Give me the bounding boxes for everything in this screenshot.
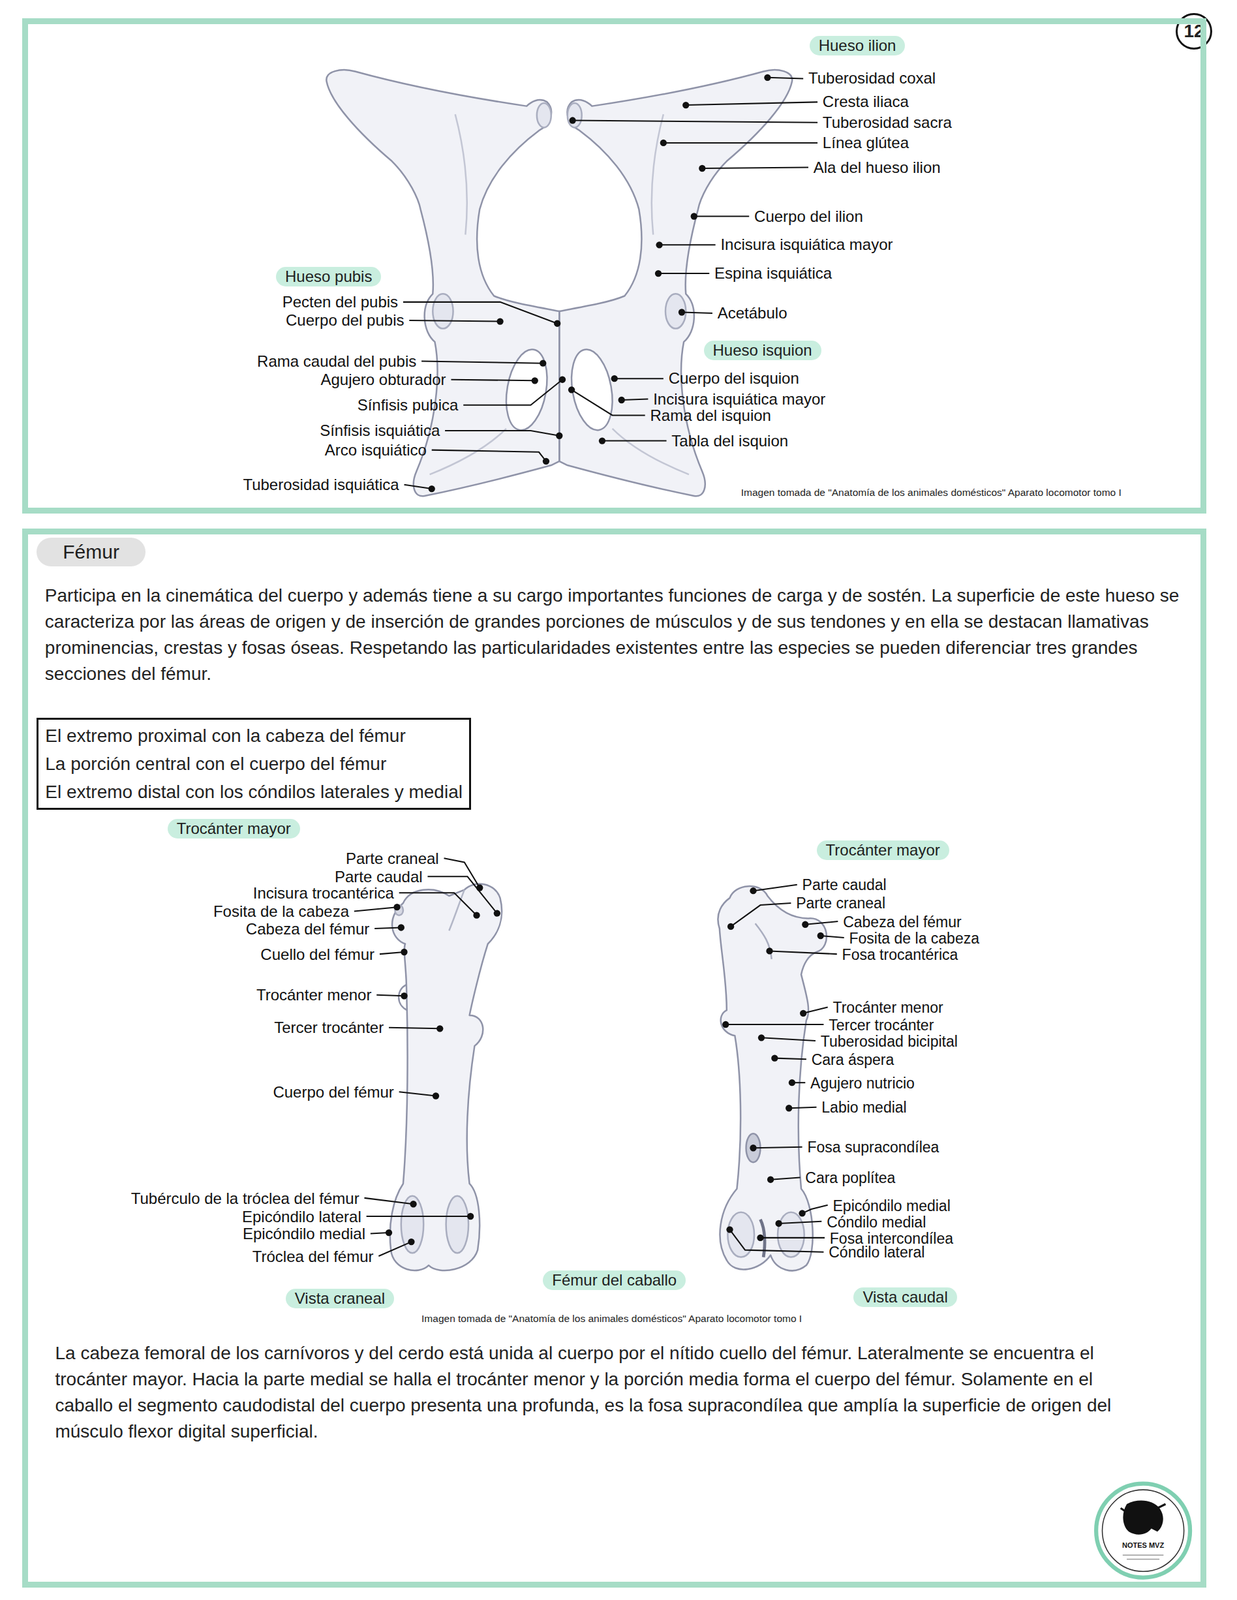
part-label: Tubérculo de la tróclea del fémur [131,1190,360,1207]
part-label: Agujero nutricio [810,1075,915,1091]
part-label: Fosita de la cabeza [213,903,350,920]
part-label: Ala del hueso ilion [813,159,941,176]
part-label: Cóndilo medial [826,1214,926,1230]
part-label: Cara poplítea [805,1170,896,1186]
part-label: Epicóndilo lateral [242,1208,362,1225]
section-tag: Hueso isquion [703,340,822,361]
panel-text: Participa en la cinemática del cuerpo y … [45,582,1203,688]
part-label: Fosita de la cabeza [849,930,980,946]
part-label: Incisura isquiática mayor [720,236,893,253]
part-label: Cuerpo del ilion [754,208,864,225]
part-label: Tercer trocánter [274,1019,384,1036]
part-label: Tuberosidad coxal [808,70,936,87]
summary-line: El extremo distal con los cóndilos later… [45,777,463,806]
part-label: Cóndilo lateral [828,1244,925,1260]
part-label: Tuberosidad bicipital [820,1033,958,1049]
part-label: Rama caudal del pubis [257,353,417,370]
part-label: Agujero obturador [320,371,446,388]
section-tag: Hueso ilion [809,35,906,56]
part-label: Tuberosidad sacra [822,114,952,131]
leader-lines [354,77,845,1256]
logo-text: NOTES MVZ [1122,1541,1164,1549]
part-label: Trocánter menor [256,987,372,1003]
section-tag: Fémur del caballo [542,1270,686,1290]
part-label: Tercer trocánter [828,1017,934,1033]
section-tag: Trocánter mayor [816,840,950,860]
part-label: Tuberosidad isquiática [242,476,399,493]
part-label: Cabeza del fémur [842,914,962,930]
part-label: Epicóndilo medial [833,1197,951,1213]
part-label: Arco isquiático [324,442,427,459]
part-label: Fosa intercondílea [829,1230,954,1246]
section-title: Fémur [36,537,146,567]
part-label: Cresta iliaca [822,93,909,110]
part-label: Epicóndilo medial [242,1225,366,1242]
part-label: Trocánter menor [833,1000,944,1016]
panel-text: Imagen tomada de "Anatomía de los animal… [421,1312,802,1326]
part-label: Cuerpo del pubis [285,312,404,329]
part-label: Incisura trocantérica [253,885,395,902]
part-label: Sínfisis isquiática [319,422,440,439]
part-label: Parte craneal [345,850,440,867]
tag-text: Trocánter mayor [176,819,291,838]
part-label: Cuerpo del fémur [272,1084,394,1100]
summary-line: La porción central con el cuerpo del fém… [45,749,463,778]
part-label: Tróclea del fémur [252,1248,374,1265]
logo-badge [1096,1483,1191,1578]
part-label: Sínfisis pubica [357,397,459,413]
tag-text: Hueso ilion [818,36,897,55]
part-label: Incisura isquiática mayor [653,391,826,408]
panel-text: La cabeza femoral de los carnívoros y de… [54,1340,1155,1445]
summary-line: El extremo proximal con la cabeza del fé… [45,721,463,750]
part-label: Cuello del fémur [260,946,375,963]
tag-text: Hueso isquion [713,341,813,360]
part-label: Cuerpo del isquion [668,370,800,387]
tag-text: Vista caudal [862,1287,948,1307]
section-tag: Vista caudal [853,1287,957,1307]
tag-text: Trocánter mayor [825,840,941,860]
femur-caudal-drawing [717,885,827,1271]
title-text: Fémur [62,540,120,564]
part-label: Tabla del isquion [671,433,789,449]
part-label: Cara áspera [811,1051,895,1067]
part-label: Fosa trocantérica [842,946,959,962]
tag-text: Hueso pubis [285,267,372,286]
content-panel: Participa en la cinemática del cuerpo y … [22,528,1207,1587]
content-panel: Imagen tomada de "Anatomía de los animal… [22,18,1207,514]
part-label: Rama del isquion [649,407,771,424]
part-label: Línea glútea [822,135,909,151]
part-label: Acetábulo [717,305,788,321]
panel-text: Imagen tomada de "Anatomía de los animal… [741,486,1122,500]
section-tag: Hueso pubis [275,266,382,287]
part-label: Labio medial [821,1099,907,1115]
part-label: Parte caudal [802,877,887,893]
part-label: Fosa supracondílea [807,1139,939,1155]
femur-cranial-drawing [390,883,502,1270]
tag-text: Fémur del caballo [551,1270,677,1290]
section-tag: Trocánter mayor [167,818,301,839]
tag-text: Vista craneal [294,1289,385,1308]
part-label: Espina isquiática [714,265,832,282]
part-label: Cabeza del fémur [245,921,370,937]
part-label: Pecten del pubis [282,294,398,310]
summary-box: El extremo proximal con la cabeza del fé… [36,717,472,810]
part-label: Parte caudal [334,869,423,885]
part-label: Parte craneal [795,895,886,911]
section-tag: Vista craneal [285,1288,395,1309]
